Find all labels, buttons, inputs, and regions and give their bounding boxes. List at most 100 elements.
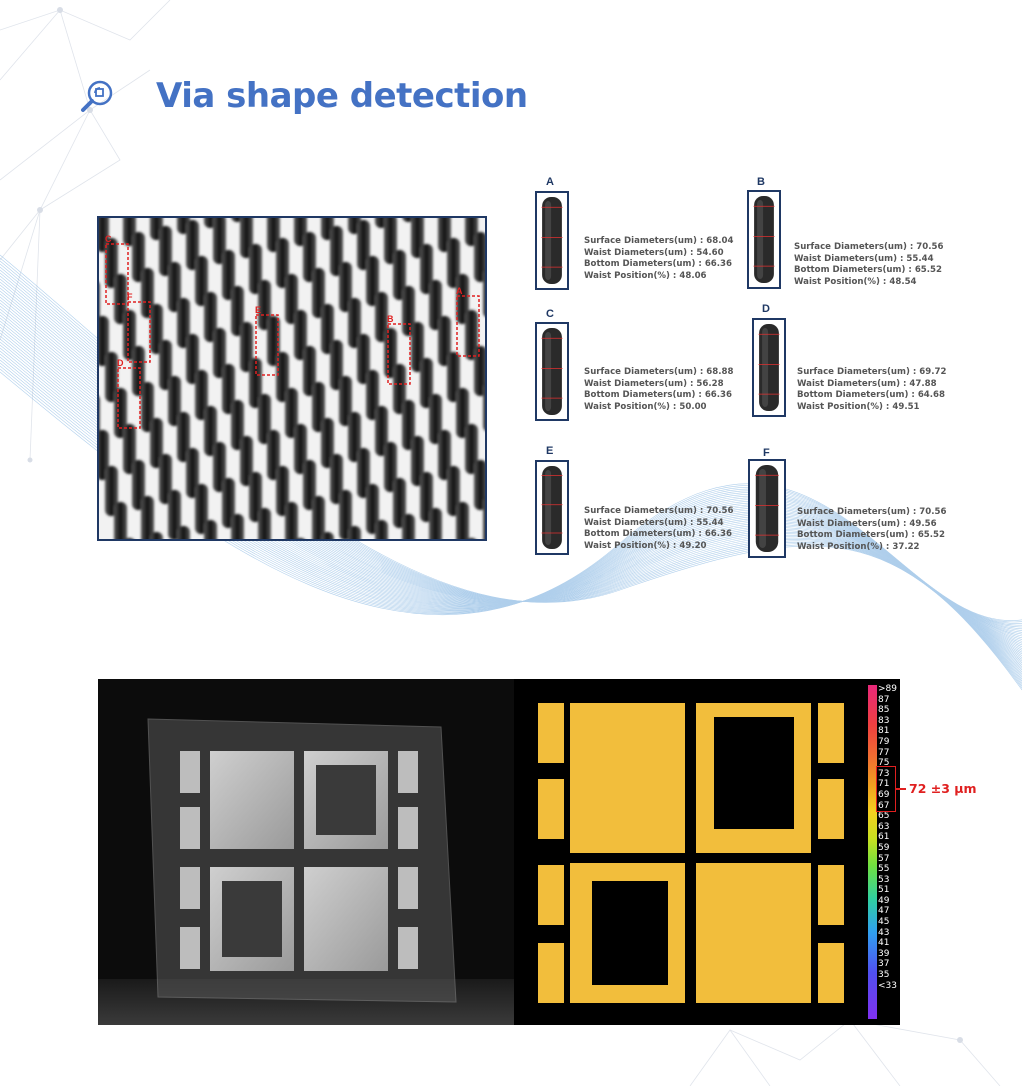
colorbar-tick-label: 61 — [878, 832, 890, 843]
via-hole — [339, 376, 352, 426]
via-hole — [258, 508, 271, 539]
colorbar-tick-label: 85 — [878, 705, 890, 716]
via-hole — [438, 316, 451, 366]
position-measurement: Waist Position(%) : 37.22 — [797, 541, 920, 552]
via-hole — [186, 220, 199, 270]
via-hole — [366, 484, 379, 534]
via-hole — [366, 370, 379, 420]
colorbar-tick-label: 47 — [878, 906, 890, 917]
position-measurement: Waist Position(%) : 49.51 — [797, 401, 920, 412]
via-hole — [105, 352, 118, 402]
via-hole — [125, 538, 134, 539]
bottom-measurement: Bottom Diameters(um) : 66.36 — [584, 259, 733, 269]
colorbar-tick-label: 75 — [878, 758, 890, 769]
via-hole — [186, 448, 199, 498]
marker-label-b: B — [387, 314, 394, 324]
bottom-measurement: Bottom Diameters(um) : 65.52 — [794, 265, 943, 275]
colorbar-tick-label: 59 — [878, 842, 890, 853]
surface-measurement: Surface Diameters(um) : 70.56 — [794, 242, 944, 252]
via-hole — [483, 269, 485, 317]
via-hole — [296, 538, 305, 539]
via-hole — [159, 340, 172, 390]
via-hole — [267, 316, 280, 366]
via-hole — [357, 448, 370, 498]
via-crosssection-f — [748, 459, 786, 558]
via-hole — [294, 310, 307, 360]
via-hole — [474, 460, 485, 510]
via-hole — [348, 412, 361, 462]
via-hole — [357, 334, 370, 384]
via-hole — [312, 382, 325, 432]
surface-measurement: Surface Diameters(um) : 68.88 — [584, 367, 734, 377]
via-hole — [321, 304, 334, 354]
via-hole — [375, 406, 388, 456]
position-measurement: Waist Position(%) : 48.06 — [584, 270, 707, 281]
via-hole — [285, 274, 298, 324]
via-hole — [159, 454, 172, 504]
via-hole — [465, 424, 478, 474]
waist-measurement: Waist Diameters(um) : 49.56 — [797, 518, 937, 529]
via-hole — [213, 218, 226, 264]
via-hole — [105, 466, 118, 516]
colorbar-gradient — [868, 685, 877, 1019]
colorbar-tick-label: 41 — [878, 938, 890, 949]
via-crosssection-d — [752, 318, 786, 417]
via-hole — [411, 436, 424, 486]
via-label-d: D — [762, 303, 770, 315]
via-hole — [330, 226, 343, 276]
search-magnifier-icon — [81, 80, 113, 112]
marker-box-f — [127, 301, 151, 363]
via-hole — [321, 532, 334, 539]
via-hole — [294, 424, 307, 474]
via-crosssection-a — [535, 191, 569, 290]
via-hole — [330, 340, 343, 390]
via-hole — [393, 250, 406, 300]
position-measurement: Waist Position(%) : 50.00 — [584, 401, 707, 412]
via-label-e: E — [546, 445, 554, 457]
colorbar-tick-label: 63 — [878, 821, 890, 832]
via-hole — [375, 292, 388, 342]
colorbar-tick-label: 71 — [878, 779, 890, 790]
via-hole — [150, 304, 163, 354]
via-label-a: A — [546, 176, 554, 188]
via-hole — [339, 262, 352, 312]
via-hole — [447, 352, 460, 402]
via-hole — [474, 346, 485, 396]
via-hole — [438, 430, 451, 480]
colorbar-tick-label: 77 — [878, 747, 890, 758]
colorbar-tick-label: 81 — [878, 726, 890, 737]
via-hole — [204, 520, 217, 539]
via-hole — [312, 268, 325, 318]
colorbar-tick-label: 87 — [878, 694, 890, 705]
colorbar-tick-label: 53 — [878, 874, 890, 885]
via-hole — [321, 418, 334, 468]
colorbar-tick-label: 51 — [878, 885, 890, 896]
marker-box-e — [255, 314, 279, 376]
colorbar-tick-label: <33 — [878, 980, 897, 991]
via-hole — [231, 400, 244, 450]
via-hole — [240, 322, 253, 372]
colorbar-tick-label: 67 — [878, 800, 890, 811]
colorbar-tick-label: >89 — [878, 684, 897, 694]
via-label-f: F — [763, 447, 770, 459]
via-hole — [393, 478, 406, 528]
via-hole — [285, 388, 298, 438]
colorbar-tick-label: 55 — [878, 864, 890, 875]
via-hole — [339, 490, 352, 539]
via-hole — [168, 490, 181, 539]
via-hole — [456, 502, 469, 539]
via-hole — [483, 383, 485, 431]
via-crosssection-e — [535, 460, 569, 555]
colorbar-tick-label: 79 — [878, 736, 890, 747]
via-hole — [420, 358, 433, 408]
via-hole — [402, 514, 415, 539]
marker-label-a: A — [456, 286, 463, 296]
waist-measurement: Waist Diameters(um) : 55.44 — [794, 253, 934, 264]
colorbar-tick-label: 83 — [878, 715, 890, 726]
marker-label-f: F — [127, 292, 133, 302]
via-hole — [465, 310, 478, 360]
via-hole — [483, 497, 485, 539]
via-hole — [303, 232, 316, 282]
